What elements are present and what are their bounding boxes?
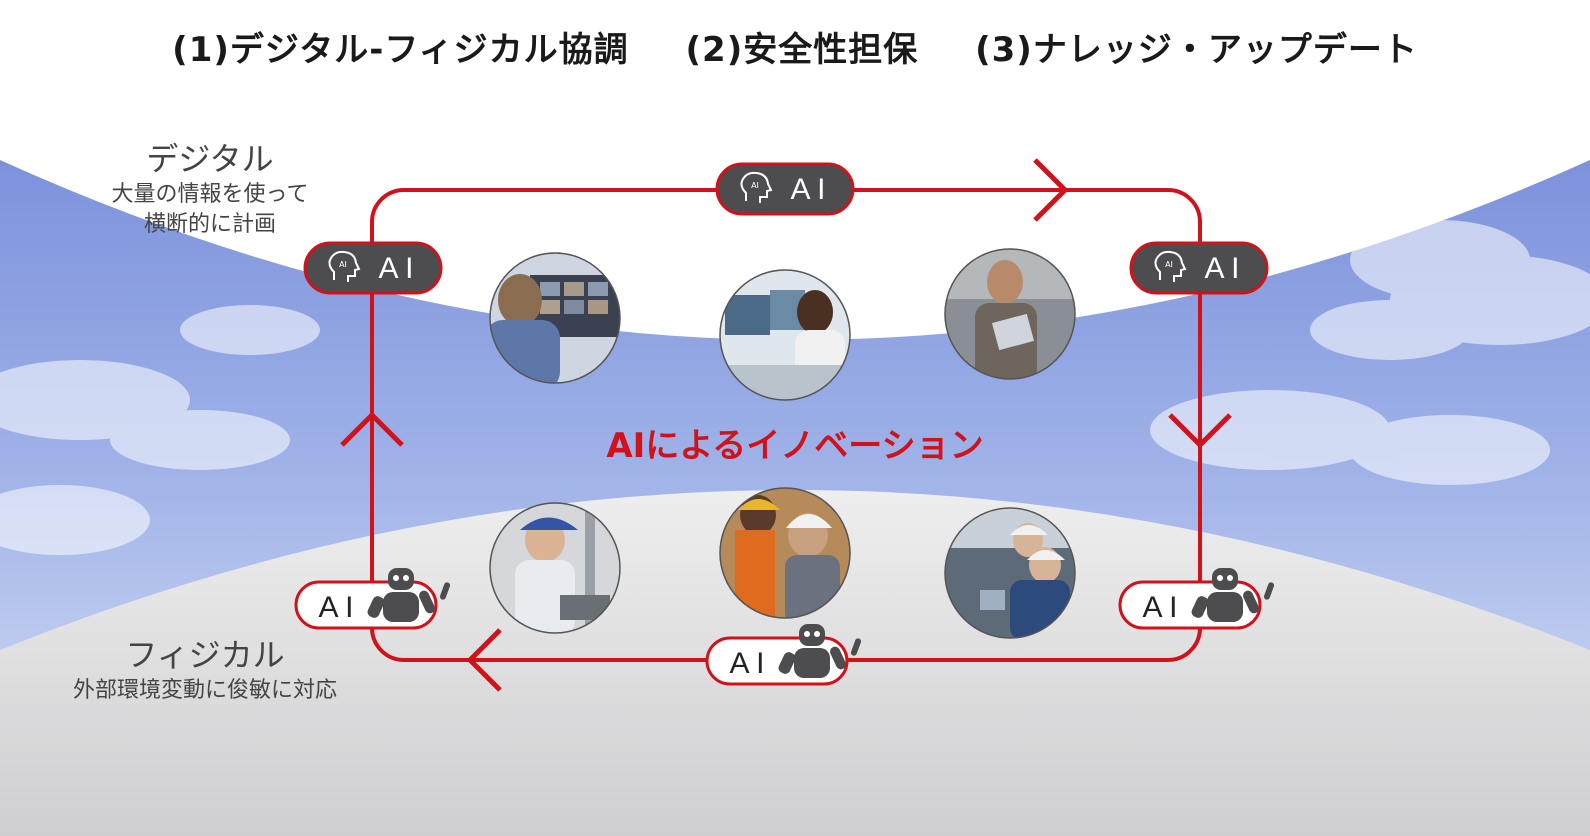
svg-text:AI: AI	[1165, 260, 1173, 269]
ai-badge-bottom-right: A I	[1118, 568, 1275, 630]
ai-head-icon: AI	[740, 171, 773, 203]
arrow-up-icon	[340, 411, 404, 447]
physical-label-block: フィジカル 外部環境変動に俊敏に対応	[30, 630, 380, 706]
robot-icon	[1191, 568, 1275, 622]
physical-desc: 外部環境変動に俊敏に対応	[72, 678, 337, 703]
photo-engineers-helmets	[720, 488, 850, 618]
page-title: (1)デジタル-フィジカル協調 (2)安全性担保 (3)ナレッジ・アップデート	[0, 22, 1590, 71]
robot-icon	[778, 624, 862, 678]
ai-badge-label: A I	[790, 173, 825, 206]
ai-badge-label: A I	[1204, 252, 1239, 285]
title-digital-physical: (1)デジタル-フィジカル協調	[172, 30, 629, 70]
title-knowledge-update: (3)ナレッジ・アップデート	[975, 30, 1418, 70]
svg-text:AI: AI	[339, 260, 347, 269]
arrow-right-icon	[1033, 158, 1069, 222]
ai-badge-bottom-center: A I	[705, 624, 862, 686]
robot-icon	[367, 568, 451, 622]
arrow-left-icon	[466, 628, 502, 692]
digital-desc-line2: 横断的に計画	[143, 212, 276, 237]
title-safety: (2)安全性担保	[685, 30, 919, 70]
physical-heading: フィジカル	[125, 636, 285, 674]
ai-badge-left: AI A I	[303, 241, 443, 295]
ai-badge-top: AI A I	[715, 162, 855, 216]
digital-label-block: デジタル 大量の情報を使って 横断的に計画	[80, 134, 340, 240]
ai-badge-label: A I	[378, 252, 413, 285]
photo-technicians-plant	[945, 508, 1075, 638]
ai-badge-right: AI A I	[1129, 241, 1269, 295]
ai-badge-label: A I	[729, 647, 764, 680]
arrow-down-icon	[1168, 413, 1232, 449]
center-innovation-label: AIによるイノベーション	[606, 426, 984, 466]
svg-text:AI: AI	[751, 181, 759, 190]
ai-head-icon: AI	[328, 250, 361, 282]
digital-desc-line1: 大量の情報を使って	[111, 182, 309, 207]
ai-badge-label: A I	[318, 591, 353, 624]
ai-badge-bottom-left: A I	[294, 568, 451, 630]
photo-office-analyst	[720, 270, 850, 400]
photo-video-conference	[490, 253, 620, 383]
ai-badge-label: A I	[1142, 591, 1177, 624]
digital-heading: デジタル	[146, 140, 274, 178]
clouds	[0, 220, 1590, 555]
ai-head-icon: AI	[1154, 250, 1187, 282]
